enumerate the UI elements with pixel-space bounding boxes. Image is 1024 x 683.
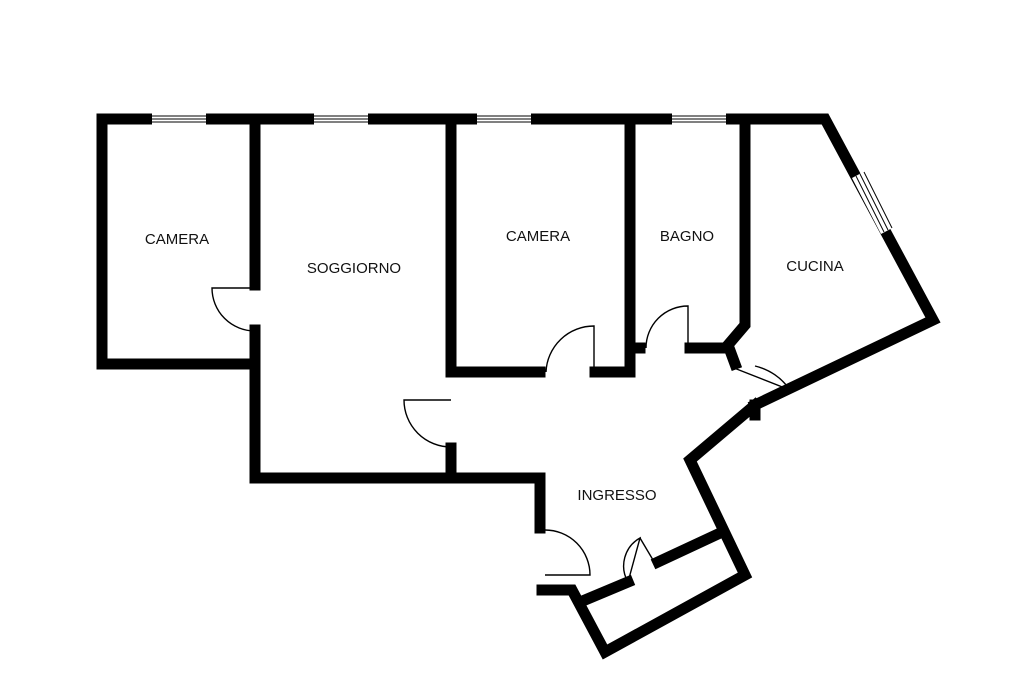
room-label-camera-left: CAMERA: [145, 231, 209, 248]
room-labels: CAMERA SOGGIORNO CAMERA BAGNO CUCINA ING…: [145, 228, 844, 504]
door-entrance: [544, 529, 591, 576]
window-bagno: [672, 113, 726, 125]
exterior-wall-main: [96, 113, 941, 413]
wall-bagno-cucina: [721, 113, 751, 372]
door-closet-arc: [639, 537, 657, 566]
exterior-walls: [96, 113, 941, 660]
doors: [211, 287, 792, 583]
room-label-bagno: BAGNO: [660, 228, 714, 245]
door-cucina-ingresso: [733, 365, 792, 392]
windows: [152, 113, 896, 234]
window-soggiorno: [314, 113, 368, 125]
room-label-soggiorno: SOGGIORNO: [307, 260, 401, 277]
interior-walls: [249, 113, 761, 608]
room-label-camera-middle: CAMERA: [506, 228, 570, 245]
window-cucina: [852, 170, 896, 234]
door-camera-ingresso: [545, 325, 595, 373]
room-label-ingresso: INGRESSO: [577, 487, 656, 504]
window-camera-left: [152, 113, 206, 125]
wall-closet-front: [577, 574, 636, 608]
exterior-wall-soggiorno-bottom: [249, 324, 546, 534]
exterior-wall-south: [536, 397, 763, 660]
wall-closet-divider: [650, 526, 726, 570]
door-closet: [622, 536, 642, 583]
door-camera-soggiorno: [211, 287, 256, 332]
window-camera-middle: [477, 113, 531, 125]
door-soggiorno-ingresso: [403, 399, 452, 448]
room-label-cucina: CUCINA: [786, 258, 844, 275]
door-bagno-ingresso: [645, 305, 689, 349]
